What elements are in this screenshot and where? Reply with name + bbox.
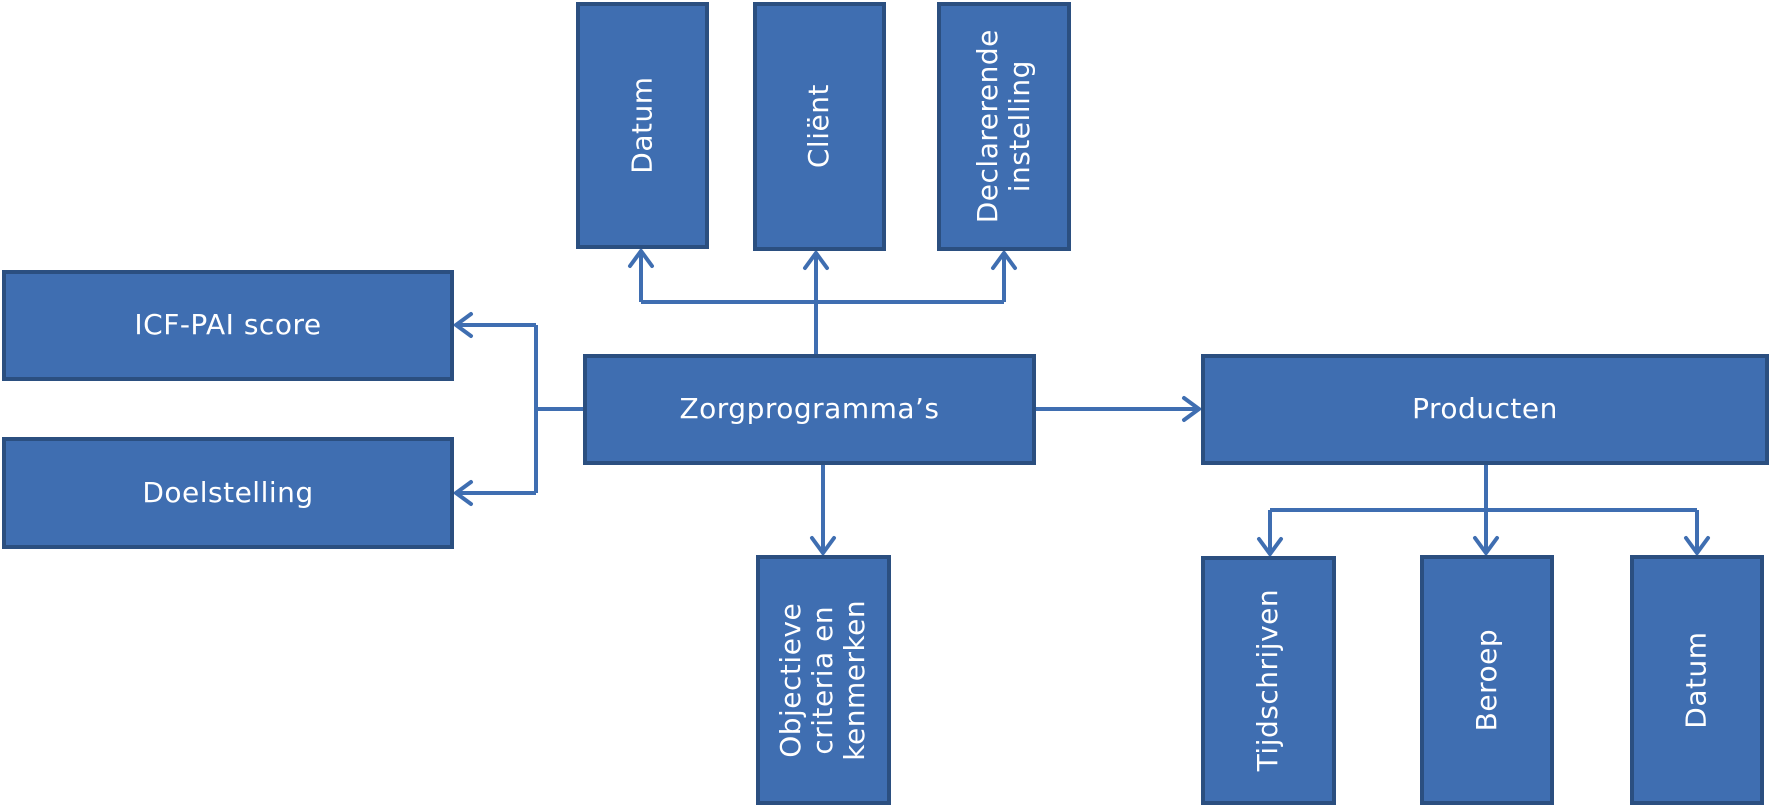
node-beroep: Beroep [1420, 555, 1554, 805]
node-declarerende-instelling-label: Declarerende instelling [970, 29, 1036, 224]
arrowhead-doelstelling [452, 480, 473, 506]
node-icf-pai-score: ICF-PAI score [2, 270, 454, 381]
arrowhead-datum-bottom [1684, 536, 1710, 557]
node-tijdschrijven-label: Tijdschrijven [1251, 589, 1285, 772]
node-datum-top-label: Datum [625, 76, 659, 175]
node-doelstelling-label: Doelstelling [142, 475, 314, 509]
node-zorgprogrammas: Zorgprogramma’s [583, 354, 1036, 465]
arrowhead-objectieve [810, 536, 836, 557]
node-icf-pai-score-label: ICF-PAI score [134, 308, 322, 342]
node-zorgprogrammas-label: Zorgprogramma’s [679, 392, 940, 426]
node-objectieve-criteria-label: Objectieve criteria en kenmerken [774, 599, 872, 761]
arrowhead-producten [1182, 396, 1203, 422]
node-client-label: Cliënt [802, 84, 836, 169]
node-doelstelling: Doelstelling [2, 437, 454, 549]
node-objectieve-criteria: Objectieve criteria en kenmerken [756, 555, 891, 805]
node-datum-bottom: Datum [1630, 555, 1764, 805]
arrowhead-declarerende [991, 249, 1017, 270]
node-beroep-label: Beroep [1469, 628, 1503, 732]
node-tijdschrijven: Tijdschrijven [1201, 556, 1336, 805]
arrowhead-icf [452, 312, 473, 338]
node-client: Cliënt [753, 2, 886, 251]
arrowhead-datum-top [628, 247, 654, 268]
arrowhead-client [803, 249, 829, 270]
arrowhead-tijdschrijven [1257, 537, 1283, 558]
node-datum-bottom-label: Datum [1679, 631, 1713, 729]
arrowhead-beroep [1473, 536, 1499, 557]
node-datum-top: Datum [576, 2, 709, 249]
node-producten: Producten [1201, 354, 1769, 465]
node-declarerende-instelling: Declarerende instelling [937, 2, 1071, 251]
node-producten-label: Producten [1412, 392, 1558, 426]
